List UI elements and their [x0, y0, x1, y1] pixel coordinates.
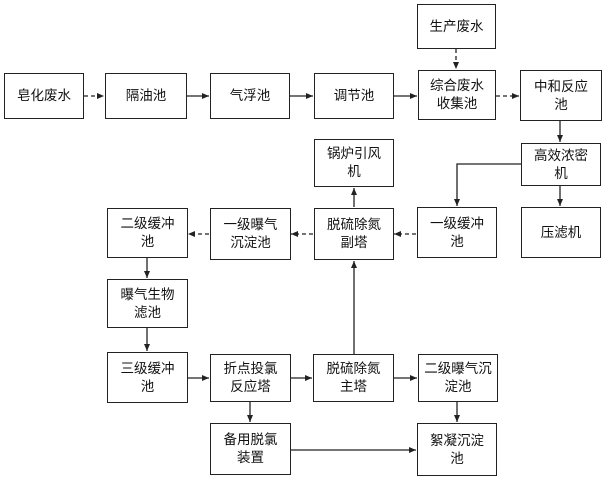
node-label: 高效浓密 机 [534, 147, 588, 182]
node-secondary-tower: 脱硫除氮 副塔 [314, 208, 394, 260]
node-label: 调节池 [333, 88, 375, 104]
node-grit-tank: 隔油池 [105, 73, 187, 119]
node-production-wastewater: 生产废水 [417, 4, 496, 49]
node-label: 二级曝气沉 淀池 [424, 361, 492, 395]
node-standby-device: 备用脱氯 装置 [210, 423, 291, 475]
node-label: 皂化废水 [17, 88, 71, 104]
node-sedimentation-1: 一级曝气 沉淀池 [210, 208, 291, 260]
node-label: 隔油池 [125, 88, 167, 104]
node-collection-tank: 综合废水 收集池 [418, 70, 496, 120]
node-thickener: 高效浓密 机 [521, 143, 601, 186]
node-equalization-tank: 调节池 [314, 73, 394, 119]
node-breakpoint-tower: 折点投氯 反应塔 [210, 354, 291, 402]
node-label: 中和反应 池 [534, 78, 588, 113]
node-main-tower: 脱硫除氮 主塔 [313, 354, 394, 402]
node-flotation-tank: 气浮池 [210, 73, 290, 119]
node-filter-press: 压滤机 [521, 207, 601, 258]
node-label: 曝气生物 滤池 [120, 286, 175, 321]
node-label: 生产废水 [429, 18, 484, 35]
node-buffer-1: 一级缓冲 池 [417, 207, 497, 258]
node-label: 锅炉引风 机 [327, 146, 381, 180]
node-label: 综合废水 收集池 [430, 78, 484, 112]
node-boiler-fan: 锅炉引风 机 [314, 139, 394, 187]
node-label: 备用脱氯 装置 [223, 432, 278, 466]
node-label: 一级曝气 沉淀池 [223, 217, 278, 251]
node-label: 折点投氯 反应塔 [223, 361, 278, 395]
node-label: 气浮池 [229, 88, 271, 104]
node-flocculation-tank: 絮凝沉淀 池 [417, 423, 497, 476]
node-label: 脱硫除氮 主塔 [326, 361, 381, 395]
node-bio-filter: 曝气生物 滤池 [107, 279, 188, 328]
node-saponification-wastewater: 皂化废水 [4, 73, 84, 119]
node-buffer-3: 三级缓冲 池 [107, 352, 188, 403]
node-label: 絮凝沉淀 池 [430, 432, 484, 467]
node-label: 三级缓冲 池 [120, 360, 175, 395]
node-buffer-2: 二级缓冲 池 [107, 208, 188, 258]
node-label: 压滤机 [540, 224, 582, 241]
node-label: 一级缓冲 池 [430, 215, 484, 250]
node-label: 二级缓冲 池 [120, 216, 175, 250]
node-sedimentation-2: 二级曝气沉 淀池 [418, 354, 498, 402]
node-neutralization-tank: 中和反应 池 [520, 70, 602, 121]
node-label: 脱硫除氮 副塔 [327, 217, 381, 251]
edge-thickener-to-buffer-1 [454, 163, 521, 206]
